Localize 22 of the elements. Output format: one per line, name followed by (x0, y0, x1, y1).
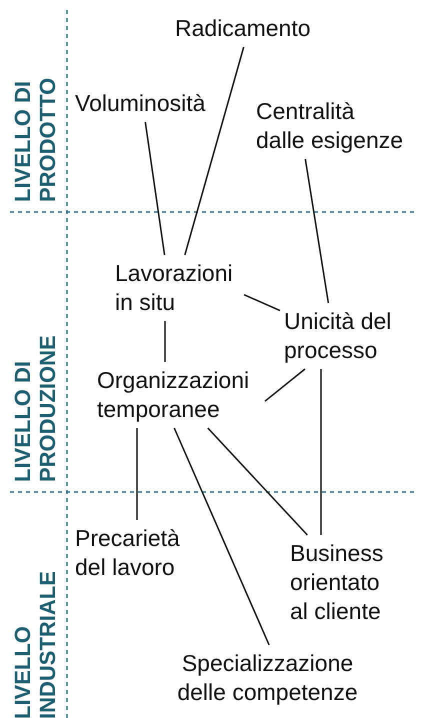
connector-line (144, 122, 166, 256)
connector-line (264, 368, 306, 402)
concept-text: Centralità dalle esigenze (252, 93, 411, 159)
connector-line (136, 428, 138, 520)
level-heading: LIVELLO DI PRODOTTO (10, 76, 60, 202)
concept-text: Precarietà del lavoro (71, 520, 191, 586)
concept-text: Business orientato al cliente (286, 535, 394, 630)
level-heading: LIVELLO DI PRODUZIONE (10, 334, 60, 482)
connector-line (207, 427, 308, 536)
level-heading: LIVELLO INDUSTRIALE (10, 570, 60, 718)
connector-line (184, 46, 244, 256)
concept-text: Radicamento (171, 10, 323, 47)
connector-line (320, 369, 322, 535)
connector-line (304, 158, 330, 304)
connector-line (244, 294, 280, 312)
concept-text: Specializzazione delle competenze (165, 645, 370, 711)
concept-text: Organizzazioni temporanee (93, 362, 265, 428)
concept-text: Voluminosità (71, 85, 221, 122)
concept-text: Unicità del processo (280, 303, 403, 369)
connector-line (164, 321, 166, 362)
connector-line (174, 428, 270, 646)
concept-text: Lavorazioni in situ (111, 255, 244, 321)
